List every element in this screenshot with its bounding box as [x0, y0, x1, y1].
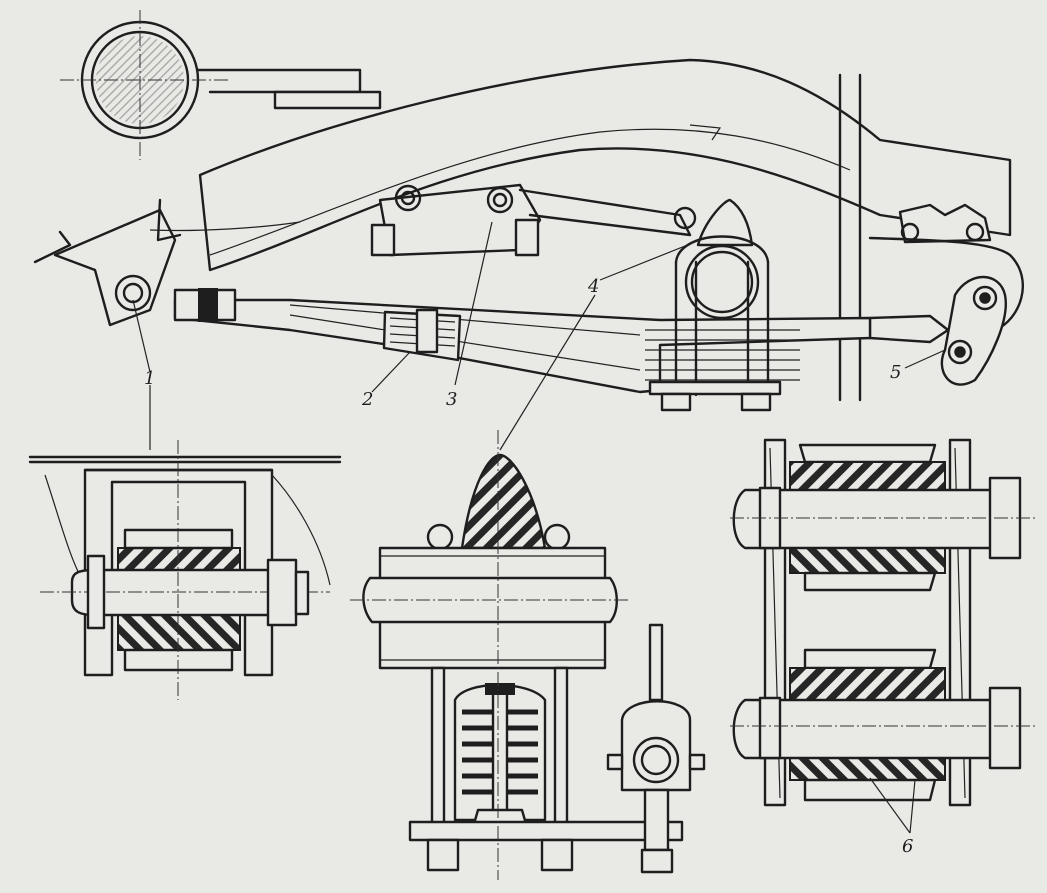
shackle-section	[730, 438, 1035, 807]
front-tube-section	[60, 10, 382, 160]
front-hanger	[33, 198, 301, 327]
callout-5: 5	[890, 362, 901, 383]
rear-shackle	[868, 203, 1025, 386]
frame-rail	[198, 58, 1012, 402]
callout-6: 6	[902, 836, 913, 857]
callout-labels: 1 2 3 4 5 6	[144, 276, 913, 857]
side-view	[33, 10, 1025, 412]
front-eye-section	[28, 440, 342, 700]
callout-1: 1	[144, 368, 155, 389]
callout-3: 3	[446, 389, 457, 410]
bump-stop-section	[350, 430, 706, 880]
leader-lines	[132, 221, 946, 834]
leaf-spring	[173, 288, 872, 394]
axle-and-ubolts	[648, 198, 782, 412]
callout-2: 2	[361, 389, 373, 410]
callout-4: 4	[587, 276, 599, 297]
rebound-bracket	[370, 183, 692, 257]
